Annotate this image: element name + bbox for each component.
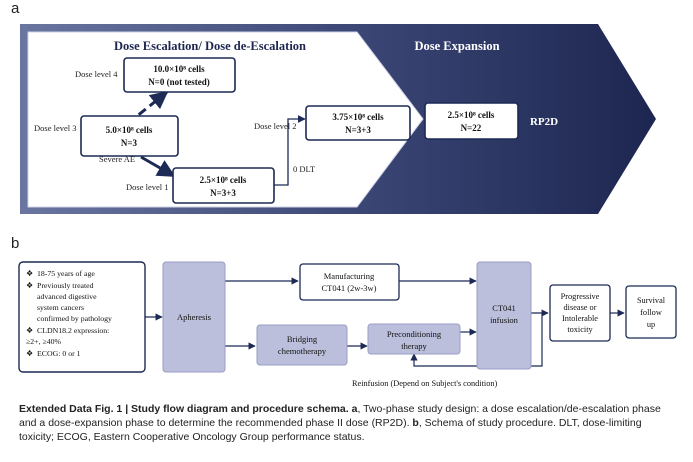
criteria-bullet-3: ❖ [26, 326, 33, 335]
caption-a-text: , Two-phase study design: a dose escalat… [19, 403, 661, 429]
infusion-box: CT041 infusion [476, 261, 532, 370]
criteria-bullet-2: ❖ [26, 281, 33, 290]
panel-a-label: a [11, 0, 20, 17]
dose-level-4-dose: 10.0×10⁸ cells [153, 64, 205, 74]
criteria-bullet-4: ❖ [26, 349, 33, 358]
criteria-item-2: Previously treated advanced digestive sy… [37, 281, 112, 323]
criteria-item-3: CLDN18.2 expression: ≥2+, ≥40% [26, 326, 111, 346]
survival-follow-up-box: Survival follow up [625, 285, 677, 339]
caption-b-marker: b [412, 417, 419, 429]
manufacturing-box: Manufacturing CT041 (2w-3w) [299, 263, 400, 301]
expansion-phase-title: Dose Expansion [414, 39, 499, 53]
expansion-dose: 2.5×10⁸ cells [448, 110, 495, 120]
apheresis-label: Apheresis [177, 312, 211, 322]
panel-b-label: b [11, 235, 20, 252]
criteria-box: ❖ 18-75 years of age ❖ Previously treate… [18, 261, 146, 373]
progressive-line-3: Intolerable [562, 314, 598, 323]
expansion-dose-box: 2.5×10⁸ cells N=22 [424, 102, 519, 140]
reinfusion-label: Reinfusion (Depend on Subject's conditio… [352, 379, 498, 388]
progressive-line-2: disease or [564, 303, 597, 312]
survival-line-2: follow [640, 308, 662, 317]
dose-level-3-n: N=3 [121, 138, 138, 148]
svg-text:❖: ❖ [26, 281, 33, 290]
caption-b-text: , Schema of study procedure. DLT, dose-l… [19, 417, 642, 443]
survival-line-1: Survival [637, 296, 666, 305]
dose-level-1-n: N=3+3 [210, 188, 236, 198]
criteria-bullet-1: ❖ [26, 269, 33, 278]
escalation-phase-title: Dose Escalation/ Dose de-Escalation [114, 39, 306, 53]
dose-level-3-box: 5.0×10⁸ cells N=3 [80, 115, 179, 157]
preconditioning-line-1: Preconditioning [387, 329, 442, 339]
dose-level-2-box: 3.75×10⁸ cells N=3+3 [305, 105, 411, 141]
dose-level-1-box: 2.5×10⁸ cells N=3+3 [172, 167, 275, 204]
manufacturing-line-1: Manufacturing [324, 271, 375, 281]
infusion-line-2: infusion [490, 315, 519, 325]
dose-level-1-label: Dose level 1 [126, 182, 169, 192]
criteria-item-4: ECOG: 0 or 1 [37, 349, 81, 358]
caption-title: Extended Data Fig. 1 | Study flow diagra… [19, 403, 349, 415]
dose-level-1-dose: 2.5×10⁸ cells [200, 175, 247, 185]
zero-dlt-label: 0 DLT [293, 164, 316, 174]
rp2d-label: RP2D [530, 116, 558, 128]
panel-a: Dose Escalation/ Dose de-Escalation Dose… [20, 24, 656, 214]
svg-text:❖ ECOG: 0 or 1: ❖ ECOG: 0 or 1 [26, 349, 81, 358]
bridging-line-1: Bridging [287, 334, 318, 344]
dose-level-4-box: 10.0×10⁸ cells N=0 (not tested) [123, 57, 236, 93]
bridging-line-2: chemotherapy [278, 346, 327, 356]
figure-caption: Extended Data Fig. 1 | Study flow diagra… [19, 402, 679, 444]
svg-text:❖: ❖ [26, 326, 33, 335]
apheresis-box: Apheresis [162, 261, 226, 373]
expansion-n: N=22 [461, 123, 482, 133]
panel-b: ❖ 18-75 years of age ❖ Previously treate… [18, 261, 677, 388]
svg-text:❖ 18-75 years of age: ❖ 18-75 years of age [26, 269, 95, 278]
caption-a-marker: a [351, 403, 358, 415]
progressive-line-4: toxicity [567, 325, 593, 334]
dose-level-3-dose: 5.0×10⁸ cells [106, 125, 153, 135]
preconditioning-box: Preconditioning therapy [367, 323, 461, 355]
manufacturing-line-2: CT041 (2w-3w) [321, 283, 376, 293]
progressive-line-1: Progressive [561, 292, 600, 301]
study-diagram: Dose Escalation/ Dose de-Escalation Dose… [18, 24, 677, 388]
dose-level-2-n: N=3+3 [345, 125, 371, 135]
dose-level-2-dose: 3.75×10⁸ cells [332, 112, 384, 122]
dose-level-4-label: Dose level 4 [75, 69, 118, 79]
zero-dlt-connector [274, 115, 306, 186]
dose-level-4-n: N=0 (not tested) [148, 77, 210, 87]
infusion-line-1: CT041 [492, 303, 516, 313]
preconditioning-line-2: therapy [401, 341, 427, 351]
criteria-item-1: 18-75 years of age [37, 269, 95, 278]
progressive-disease-box: Progressive disease or Intolerable toxic… [549, 284, 611, 342]
dose-level-3-label: Dose level 3 [34, 123, 77, 133]
survival-line-3: up [647, 320, 655, 329]
bridging-box: Bridging chemotherapy [256, 324, 348, 366]
severe-ae-label: Severe AE [99, 154, 135, 164]
de-escalation-arrow [140, 155, 176, 178]
dose-level-2-label: Dose level 2 [254, 121, 297, 131]
